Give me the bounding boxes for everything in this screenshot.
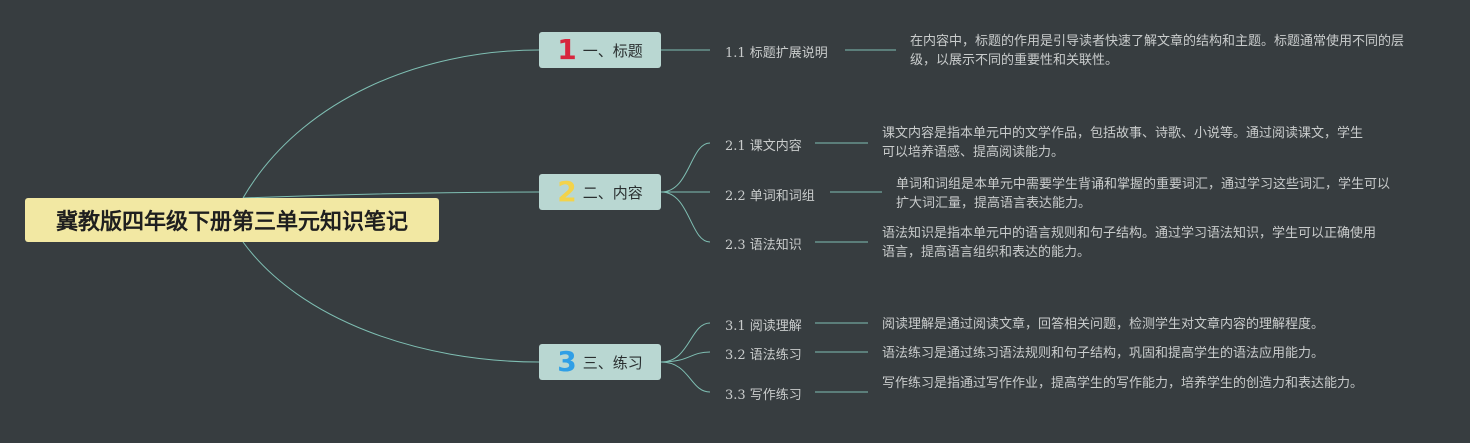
description-3-1[interactable]: 阅读理解是通过阅读文章，回答相关问题，检测学生对文章内容的理解程度。 bbox=[882, 317, 1325, 332]
subtopic-2-3[interactable]: 2.3 语法知识 bbox=[725, 238, 802, 253]
subtopic-3-1[interactable]: 3.1 阅读理解 bbox=[725, 319, 802, 334]
branch-topic-1[interactable]: 1 一、标题 bbox=[539, 32, 661, 68]
connector-branch-2-sub-3 bbox=[660, 191, 711, 243]
description-3-2[interactable]: 语法练习是通过练习语法规则和句子结构，巩固和提高学生的语法应用能力。 bbox=[882, 346, 1325, 361]
connector-branch-3-sub-2 bbox=[660, 351, 711, 363]
number-1-icon: 1 bbox=[557, 33, 577, 66]
subtopic-3-2[interactable]: 3.2 语法练习 bbox=[725, 348, 802, 363]
connector-root-branch-2 bbox=[242, 191, 540, 199]
root-topic[interactable]: 冀教版四年级下册第三单元知识笔记 bbox=[25, 198, 439, 242]
branch-topic-3[interactable]: 3 三、练习 bbox=[539, 344, 661, 380]
branch-label: 二、内容 bbox=[582, 183, 643, 202]
description-2-3[interactable]: 语法知识是指本单元中的语言规则和句子结构。通过学习语法知识，学生可以正确使用语言… bbox=[882, 226, 1377, 260]
description-2-2[interactable]: 单词和词组是本单元中需要学生背诵和掌握的重要词汇，通过学习这些词汇，学生可以扩大… bbox=[896, 177, 1391, 211]
branch-label: 一、标题 bbox=[582, 41, 643, 60]
subtopic-2-2[interactable]: 2.2 单词和词组 bbox=[725, 189, 815, 204]
subtopic-2-1[interactable]: 2.1 课文内容 bbox=[725, 139, 802, 154]
number-2-icon: 2 bbox=[557, 175, 577, 208]
connector-branch-2-sub-1 bbox=[660, 142, 711, 193]
description-3-3[interactable]: 写作练习是指通过写作作业，提高学生的写作能力，培养学生的创造力和表达能力。 bbox=[882, 376, 1364, 391]
connector-branch-3-sub-3 bbox=[660, 361, 711, 393]
branch-topic-2[interactable]: 2 二、内容 bbox=[539, 174, 661, 210]
connector-branch-3-sub-1 bbox=[660, 322, 711, 363]
subtopic-1-1[interactable]: 1.1 标题扩展说明 bbox=[725, 46, 828, 61]
number-3-icon: 3 bbox=[557, 345, 577, 378]
branch-label: 三、练习 bbox=[582, 353, 643, 372]
subtopic-3-3[interactable]: 3.3 写作练习 bbox=[725, 388, 802, 403]
description-2-1[interactable]: 课文内容是指本单元中的文学作品，包括故事、诗歌、小说等。通过阅读课文，学生可以培… bbox=[882, 126, 1364, 160]
connector-root-branch-3 bbox=[242, 241, 540, 363]
connector-root-branch-1 bbox=[242, 49, 540, 199]
description-1-1[interactable]: 在内容中，标题的作用是引导读者快速了解文章的结构和主题。标题通常使用不同的层级，… bbox=[910, 34, 1405, 68]
